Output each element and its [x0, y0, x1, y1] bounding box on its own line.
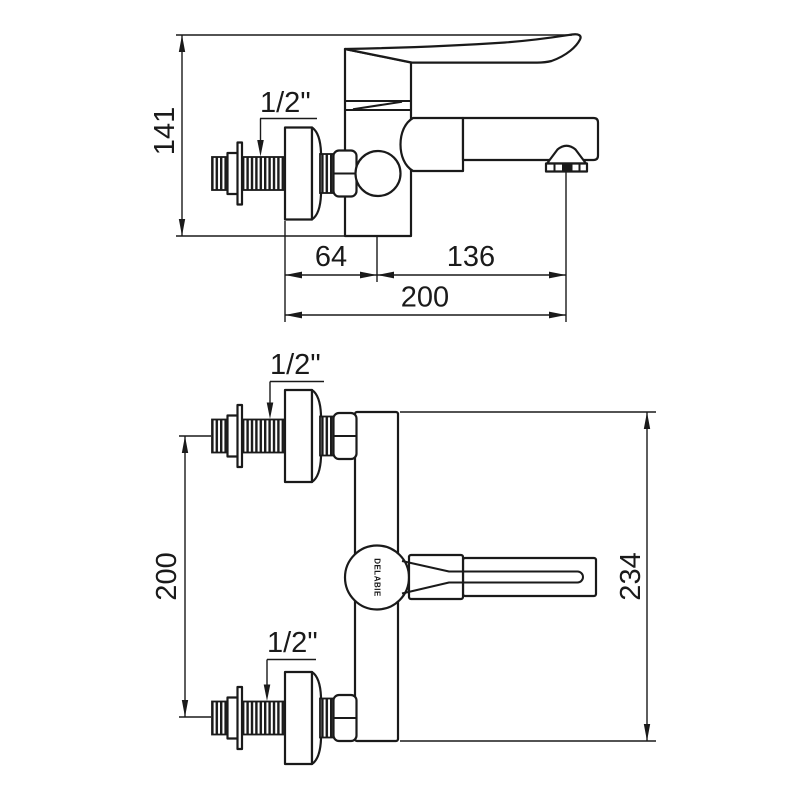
brand-logo-text: DELABIE: [373, 558, 382, 597]
aerator: [544, 144, 589, 173]
dim-inlet-spacing: 200: [151, 552, 183, 600]
wall-mount-top: [210, 388, 358, 484]
dim-overall-height-side: 141: [149, 107, 181, 155]
lever-slot: [401, 560, 584, 595]
spout-connector: [399, 116, 465, 173]
arrowhead-down-icon: [178, 219, 186, 236]
side-view-dimensions: 141 1/2" 64 136 200: [149, 34, 572, 322]
dim-wall-to-axis: 64: [315, 241, 347, 273]
body-joint-lines: [345, 100, 411, 111]
ball-joint: [354, 149, 402, 198]
arrowhead-up-icon: [178, 35, 186, 52]
wall-mount-bottom: [210, 670, 358, 766]
thread-size-label-bottom: 1/2": [267, 627, 318, 659]
dim-overall-height-front: 234: [615, 552, 647, 600]
lever-base-front: [407, 553, 465, 601]
dim-axis-to-outlet: 136: [447, 241, 495, 273]
thread-size-label-side: 1/2": [260, 87, 311, 119]
thread-size-label-top: 1/2": [270, 349, 321, 381]
wall-mount-assembly: [210, 126, 358, 221]
lever-handle-side: [343, 33, 582, 64]
leader-arrow-icon: [266, 402, 274, 419]
side-view: 141 1/2" 64 136 200: [149, 33, 600, 322]
leader-arrow-icon: [263, 684, 271, 701]
leader-arrow-icon: [257, 140, 264, 157]
front-view: DELABIE 1/2" 1/2" 200: [151, 349, 656, 766]
dim-wall-to-outlet: 200: [401, 282, 449, 314]
lever-grip-front: [461, 556, 598, 598]
front-view-dimensions: 1/2" 1/2" 200 234: [151, 349, 656, 742]
